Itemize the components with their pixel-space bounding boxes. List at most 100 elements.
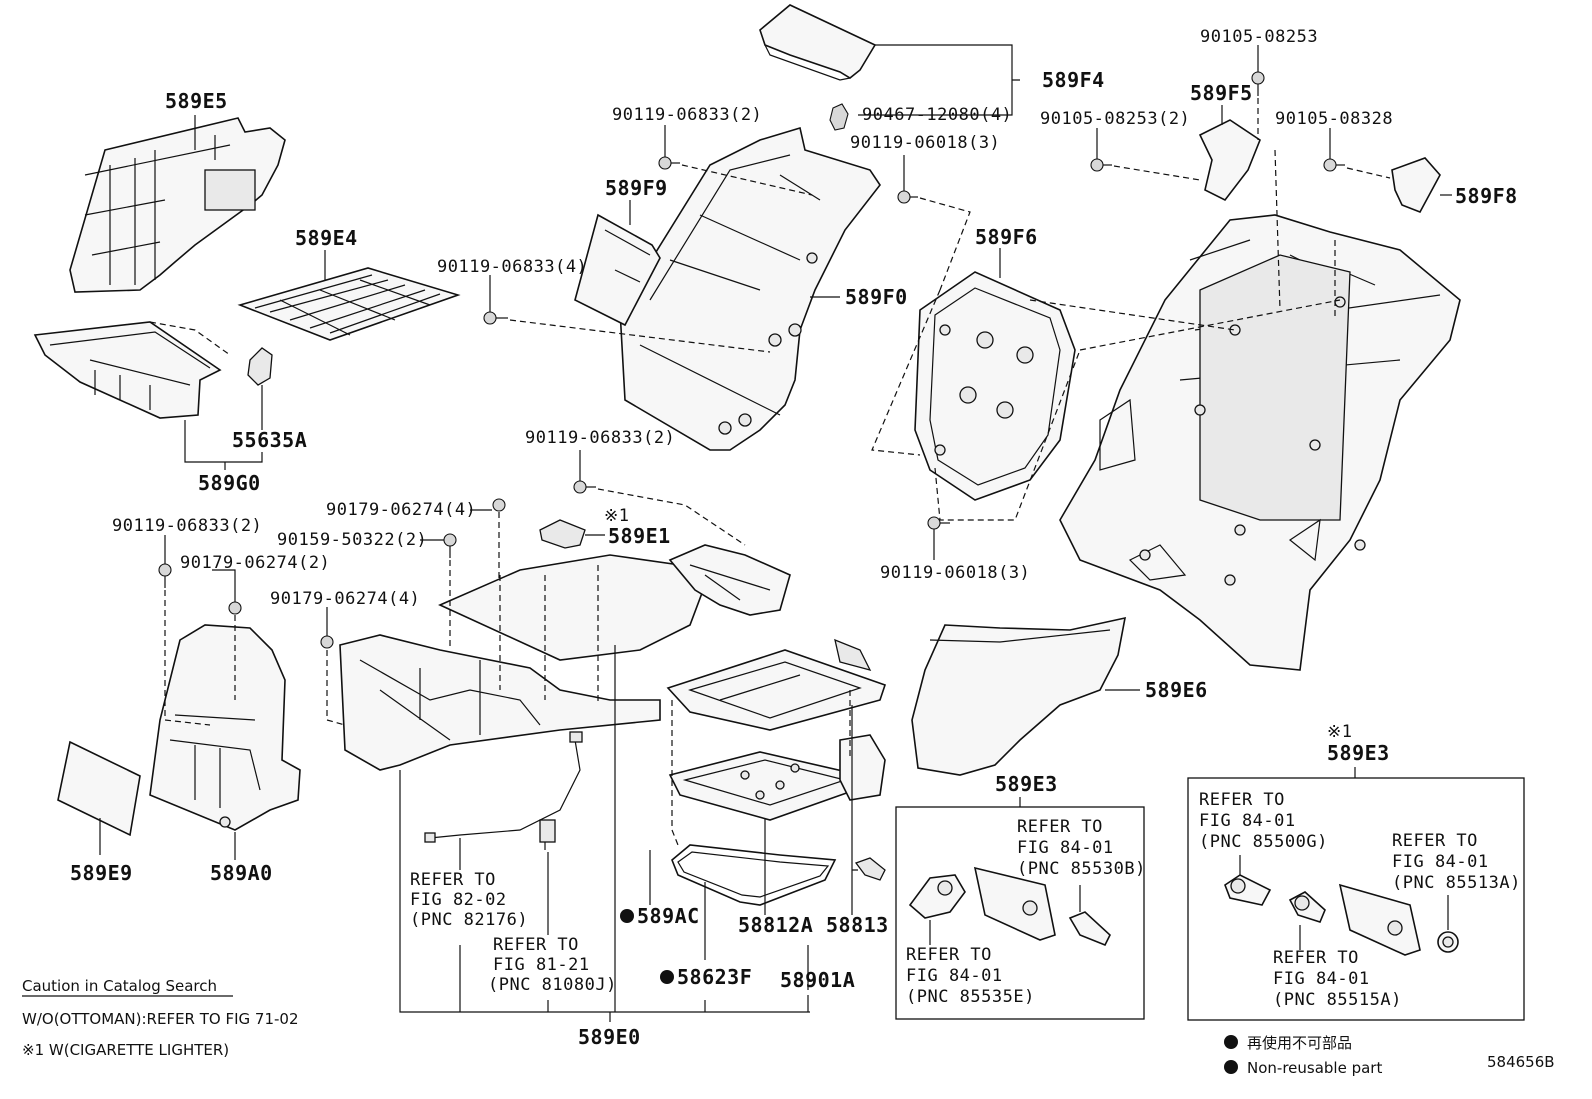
label-90467: 90467-12080(4) — [862, 105, 1012, 125]
label-589A0: 589A0 — [210, 861, 273, 885]
part-lighter-85530B — [1068, 911, 1111, 947]
dash-90105-2 — [1113, 165, 1201, 181]
label-589F4: 589F4 — [1042, 68, 1105, 92]
label-90179-06274-4a: 90179-06274(4) — [326, 500, 476, 520]
label-58623F: 58623F — [677, 965, 752, 989]
caution-title: Caution in Catalog Search — [22, 977, 217, 995]
part-589A0 — [149, 624, 301, 831]
label-58812A: 58812A — [738, 913, 813, 937]
part-589F8-cap — [1391, 157, 1441, 214]
r4-line3: (PNC 85535E) — [906, 987, 1035, 1007]
bracket-589F4 — [858, 44, 1020, 116]
r3-line1: REFER TO — [1017, 817, 1103, 837]
bolt-90119-06833-b — [573, 480, 596, 494]
label-589E6: 589E6 — [1145, 678, 1208, 702]
dash-90105-328 — [1334, 167, 1391, 320]
bolt-90159-50322 — [443, 533, 457, 558]
label-589E9: 589E9 — [70, 861, 133, 885]
part-panel-85513A — [1338, 883, 1421, 956]
part-rear-body-panel — [1059, 214, 1461, 671]
r5-line1: REFER TO — [1199, 790, 1285, 810]
bracket-589G0 — [184, 420, 263, 470]
r6-line2: FIG 84-01 — [1392, 852, 1489, 872]
part-589E1 — [539, 519, 586, 549]
part-connector-81080J — [539, 819, 556, 850]
r2-line1: REFER TO — [493, 935, 579, 955]
r6-line1: REFER TO — [1392, 831, 1478, 851]
part-589E9 — [57, 740, 141, 837]
mark-589E1: ※1 — [604, 506, 629, 526]
part-58901A-bracket — [839, 734, 886, 801]
dash-90105-top — [1257, 98, 1281, 311]
label-90119-06833-4: 90119-06833(4) — [437, 257, 587, 277]
nut-90179-06274-2 — [228, 601, 242, 615]
bolt-90105-08328 — [1323, 158, 1345, 172]
bolt-90119-06833-4 — [483, 311, 508, 325]
caution-line2: ※1 W(CIGARETTE LIGHTER) — [22, 1041, 229, 1059]
label-589F8: 589F8 — [1455, 184, 1518, 208]
nonreusable-dot-58623F — [660, 970, 674, 984]
part-589E6 — [911, 616, 1127, 776]
r2-line3: (PNC 81080J) — [488, 975, 617, 995]
label-58901A: 58901A — [780, 968, 855, 992]
part-58813-tray — [666, 638, 887, 731]
part-589F5-bracket — [1198, 119, 1261, 202]
part-58812A-mat — [668, 751, 862, 821]
label-90179-06274-4b: 90179-06274(4) — [270, 589, 420, 609]
part-90467-clip — [829, 103, 849, 131]
nut-90179-06274-4b — [320, 635, 334, 649]
part-panel-85530B — [973, 866, 1056, 941]
label-90105-08253-2: 90105-08253(2) — [1040, 109, 1190, 129]
label-589AC: 589AC — [637, 904, 700, 928]
r7-line2: FIG 84-01 — [1273, 969, 1370, 989]
label-589F0: 589F0 — [845, 285, 908, 309]
dash-90119-a — [681, 164, 813, 196]
r4-line2: FIG 84-01 — [906, 966, 1003, 986]
dash-90179-4b — [326, 650, 346, 726]
label-90119-06018-bot: 90119-06018(3) — [880, 563, 1030, 583]
dash-589F6-panel — [1029, 299, 1341, 351]
part-589E5 — [69, 117, 286, 293]
label-58813: 58813 — [826, 913, 889, 937]
leader-58813 — [851, 705, 858, 915]
dash-90119-c — [164, 590, 211, 726]
part-589E4 — [237, 267, 461, 341]
label-90179-06274-2: 90179-06274(2) — [180, 553, 330, 573]
r7-line1: REFER TO — [1273, 948, 1359, 968]
dash-589F6-left — [871, 289, 1081, 521]
part-wire-82176 — [424, 731, 583, 843]
label-589E4: 589E4 — [295, 226, 358, 250]
caution-line1: W/O(OTTOMAN):REFER TO FIG 71-02 — [22, 1010, 299, 1028]
part-socket-85535E — [908, 874, 966, 919]
r3-line2: FIG 84-01 — [1017, 838, 1114, 858]
label-589F5: 589F5 — [1190, 81, 1253, 105]
r7-line3: (PNC 85515A) — [1273, 990, 1402, 1010]
dash-90119-06018-top — [919, 197, 971, 291]
r6-line3: (PNC 85513A) — [1392, 873, 1521, 893]
label-90119-06833-a: 90119-06833(2) — [612, 105, 762, 125]
nonreusable-dot-589AC — [620, 909, 634, 923]
bolt-90105-08253-top — [1251, 71, 1265, 96]
bolt-90105-08253-2 — [1090, 158, 1112, 172]
part-589E0-shifter-housing — [668, 544, 791, 616]
label-90105-08253: 90105-08253 — [1200, 27, 1318, 47]
leader-90179-2 — [212, 569, 236, 602]
label-589E0: 589E0 — [578, 1025, 641, 1049]
bracket-589E0 — [399, 645, 810, 1022]
legend-en: Non-reusable part — [1247, 1059, 1382, 1077]
label-589G0: 589G0 — [198, 471, 261, 495]
label-589E3-a: 589E3 — [995, 772, 1058, 796]
r3-line3: (PNC 85530B) — [1017, 859, 1146, 879]
label-90119-06833-c: 90119-06833(2) — [112, 516, 262, 536]
label-90119-06018-top: 90119-06018(3) — [850, 133, 1000, 153]
r1-line1: REFER TO — [410, 870, 496, 890]
r4-line1: REFER TO — [906, 945, 992, 965]
part-lighter-85500G — [1224, 874, 1272, 906]
label-90119-06833-b: 90119-06833(2) — [525, 428, 675, 448]
label-90105-08328: 90105-08328 — [1275, 109, 1393, 129]
part-58813-clip — [854, 857, 886, 881]
box-589E3-b — [1187, 777, 1525, 1021]
label-589F9: 589F9 — [605, 176, 668, 200]
part-589F6-frame — [914, 271, 1076, 501]
dash-trays — [671, 690, 851, 846]
